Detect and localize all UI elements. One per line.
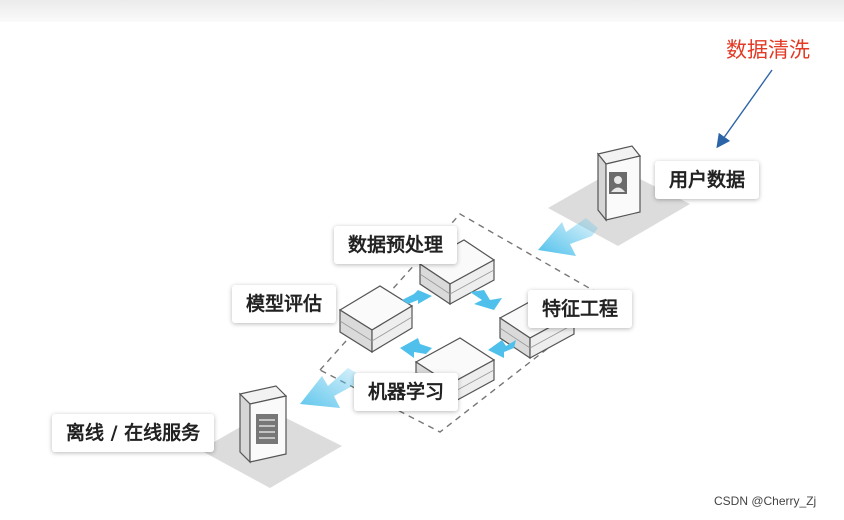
model-evaluation-box xyxy=(338,285,414,354)
cycle-arrow-eval-to-preprocess xyxy=(402,290,432,304)
cycle-arrow-preprocess-to-feature xyxy=(470,290,502,310)
label-preprocess: 数据预处理 xyxy=(334,226,458,264)
label-serving: 离线 / 在线服务 xyxy=(52,414,215,452)
label-model-evaluation: 模型评估 xyxy=(232,285,337,323)
flow-arrow-user-to-preprocess xyxy=(538,218,598,256)
flow-arrow-to-serving xyxy=(300,368,362,408)
serving-box xyxy=(238,385,288,464)
cycle-arrow-feature-to-ml xyxy=(488,340,516,358)
annotation-arrow xyxy=(716,69,773,149)
user-card-icon xyxy=(609,172,627,194)
label-machine-learning: 机器学习 xyxy=(354,373,459,411)
preprocess-box xyxy=(418,239,496,306)
watermark: CSDN @Cherry_Zj xyxy=(714,494,817,508)
user-data-box xyxy=(596,145,642,222)
server-icon xyxy=(256,414,278,444)
workflow-cycle-boundary xyxy=(318,213,612,433)
label-user-data: 用户数据 xyxy=(655,161,760,199)
top-bar xyxy=(0,0,844,22)
label-feature-engineering: 特征工程 xyxy=(528,290,633,328)
annotation-data-cleaning: 数据清洗 xyxy=(726,38,810,62)
cycle-arrow-ml-to-eval xyxy=(400,338,432,358)
